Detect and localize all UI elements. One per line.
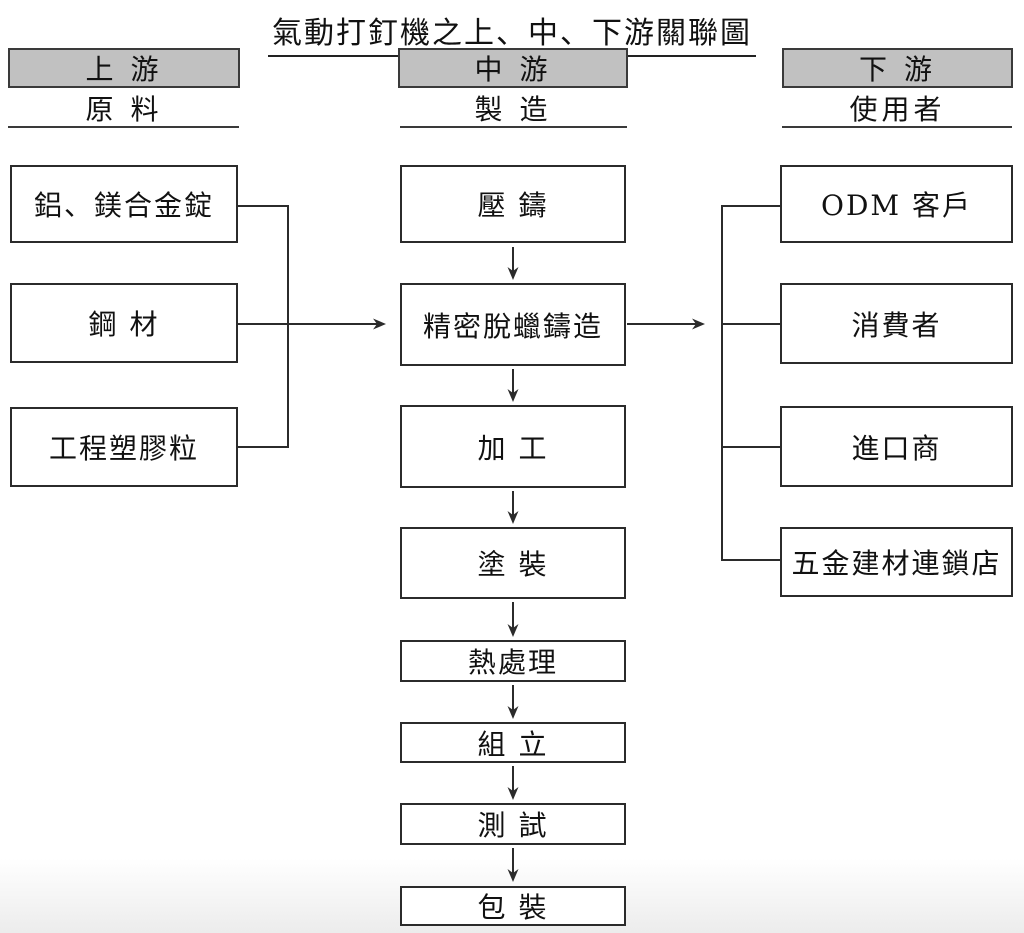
column-subtitle-raw-materials-label: 原 料 [85, 93, 163, 126]
column-subtitle-end-users-label: 使用者 [849, 93, 946, 126]
node-hardware-chain-store-label: 五金建材連鎖店 [791, 547, 1002, 580]
node-importer-label: 進口商 [851, 431, 942, 465]
node-assembly: 組 立 [400, 722, 626, 763]
node-heat-treatment-label: 熱處理 [467, 646, 558, 679]
node-precision-lost-wax-casting: 精密脫蠟鑄造 [400, 283, 626, 366]
node-testing: 測 試 [400, 803, 626, 845]
node-aluminum-magnesium-alloy-ingot-label: 鋁、鎂合金錠 [33, 189, 214, 222]
node-precision-lost-wax-casting-label: 精密脫蠟鑄造 [422, 309, 603, 343]
node-machining-label: 加 工 [477, 431, 549, 465]
node-steel-label: 鋼 材 [88, 308, 160, 341]
node-engineering-plastic-pellets-label: 工程塑膠粒 [48, 432, 199, 465]
column-header-upstream-label: 上 游 [85, 53, 163, 86]
column-subtitle-raw-materials: 原 料 [8, 90, 240, 126]
node-importer: 進口商 [780, 406, 1013, 487]
column-header-midstream: 中 游 [398, 48, 628, 88]
arrow-painting-to-heat-treatment-head [507, 624, 519, 637]
column-header-downstream-label: 下 游 [859, 53, 936, 86]
node-consumer-label: 消費者 [851, 308, 942, 342]
arrow-assembly-to-testing-head [507, 787, 519, 800]
node-aluminum-magnesium-alloy-ingot: 鋁、鎂合金錠 [10, 165, 238, 243]
column-subtitle-manufacturing: 製 造 [398, 90, 628, 126]
column-subtitle-manufacturing-label: 製 造 [474, 93, 552, 126]
column-header-downstream: 下 游 [782, 48, 1013, 88]
node-consumer: 消費者 [780, 283, 1013, 364]
node-hardware-chain-store: 五金建材連鎖店 [780, 527, 1013, 597]
node-testing-label: 測 試 [477, 809, 549, 842]
column-subtitle-end-users: 使用者 [782, 90, 1013, 126]
node-die-casting-label: 壓 鑄 [477, 189, 549, 222]
node-machining: 加 工 [400, 405, 626, 488]
column-header-upstream: 上 游 [8, 48, 240, 88]
arrow-lost-wax-to-machining-head [507, 389, 519, 402]
column-header-midstream-label: 中 游 [474, 53, 552, 86]
arrow-upstream-to-lost-wax-head [373, 318, 386, 330]
node-odm-customer-label: ODM 客戶 [821, 189, 972, 222]
node-heat-treatment: 熱處理 [400, 640, 626, 682]
node-odm-customer: ODM 客戶 [780, 165, 1013, 243]
node-engineering-plastic-pellets: 工程塑膠粒 [10, 407, 238, 487]
node-packaging-label: 包 裝 [477, 891, 549, 924]
node-packaging: 包 裝 [400, 886, 626, 926]
node-painting-label: 塗 裝 [477, 548, 549, 581]
node-painting: 塗 裝 [400, 527, 626, 599]
subtitle-underline-downstream [782, 126, 1012, 128]
subtitle-underline-upstream [8, 126, 239, 128]
arrow-die-casting-to-lost-wax-head [507, 267, 519, 280]
node-assembly-label: 組 立 [477, 727, 549, 761]
arrow-testing-to-packaging-head [507, 869, 519, 882]
arrow-lost-wax-to-downstream-head [692, 318, 705, 330]
node-die-casting: 壓 鑄 [400, 165, 626, 243]
subtitle-underline-midstream [400, 126, 627, 128]
arrow-heat-treatment-to-assembly-head [507, 706, 519, 719]
arrow-machining-to-painting-head [507, 511, 519, 524]
node-steel: 鋼 材 [10, 283, 238, 363]
